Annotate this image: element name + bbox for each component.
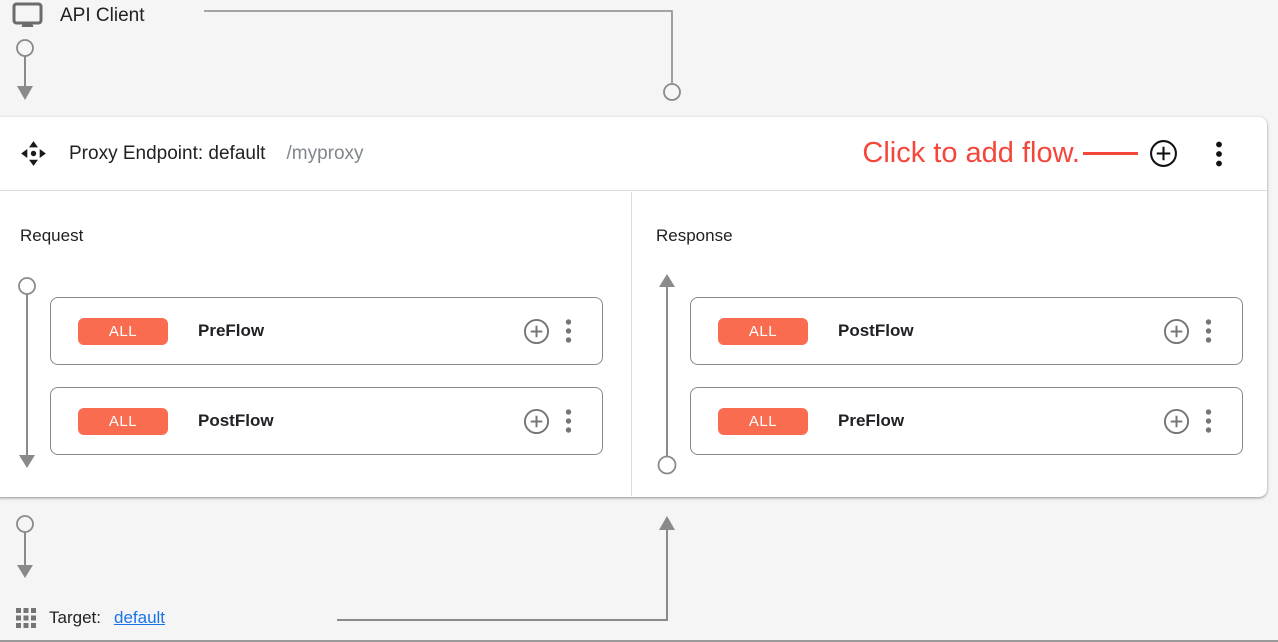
condition-badge: ALL: [718, 317, 808, 345]
kebab-menu-icon: [565, 408, 572, 434]
response-preflow-card[interactable]: ALL PreFlow: [690, 387, 1243, 455]
add-flow-button[interactable]: [1149, 139, 1178, 168]
add-circle-icon: [1163, 318, 1190, 345]
flow-name: PreFlow: [198, 321, 265, 340]
kebab-menu-icon: [565, 318, 572, 344]
proxy-endpoint-header: Proxy Endpoint: default /myproxy Click t…: [0, 117, 1267, 191]
flow-menu-button[interactable]: [1205, 408, 1212, 434]
annotation-pointer-line: [1083, 152, 1138, 155]
add-circle-icon: [1163, 408, 1190, 435]
kebab-menu-icon: [1205, 408, 1212, 434]
target-node: Target: default: [16, 608, 165, 628]
request-preflow-card[interactable]: ALL PreFlow: [50, 297, 603, 365]
flow-menu-button[interactable]: [1205, 318, 1212, 344]
condition-badge: ALL: [718, 407, 808, 435]
window-bottom-edge: [0, 640, 1278, 642]
monitor-icon: [12, 2, 43, 30]
request-response-divider: [631, 192, 632, 496]
kebab-menu-icon: [1205, 318, 1212, 344]
target-default-link[interactable]: default: [113, 608, 166, 627]
flow-name: PostFlow: [838, 321, 914, 340]
response-section-label: Response: [656, 226, 733, 245]
api-client-node: API Client: [12, 2, 144, 30]
add-policy-button[interactable]: [523, 408, 550, 435]
add-circle-icon: [523, 318, 550, 345]
proxy-endpoint-path: /myproxy: [286, 142, 364, 164]
add-circle-icon: [523, 408, 550, 435]
endpoint-menu-button[interactable]: [1215, 140, 1223, 168]
add-policy-button[interactable]: [1163, 318, 1190, 345]
condition-badge: ALL: [78, 407, 168, 435]
flow-menu-button[interactable]: [565, 318, 572, 344]
flow-name: PostFlow: [198, 411, 274, 430]
add-circle-icon: [1149, 139, 1178, 168]
proxy-endpoint-title: Proxy Endpoint: default: [69, 142, 266, 164]
add-policy-button[interactable]: [523, 318, 550, 345]
kebab-menu-icon: [1215, 140, 1223, 168]
target-label: Target:: [49, 608, 101, 627]
request-postflow-card[interactable]: ALL PostFlow: [50, 387, 603, 455]
add-policy-button[interactable]: [1163, 408, 1190, 435]
proxy-endpoint-icon: [20, 140, 47, 167]
grid-icon: [16, 608, 36, 628]
request-section-label: Request: [20, 226, 84, 245]
flow-menu-button[interactable]: [565, 408, 572, 434]
add-flow-annotation: Click to add flow.: [862, 137, 1080, 169]
flow-name: PreFlow: [838, 411, 905, 430]
condition-badge: ALL: [78, 317, 168, 345]
response-postflow-card[interactable]: ALL PostFlow: [690, 297, 1243, 365]
api-client-label: API Client: [60, 5, 145, 26]
